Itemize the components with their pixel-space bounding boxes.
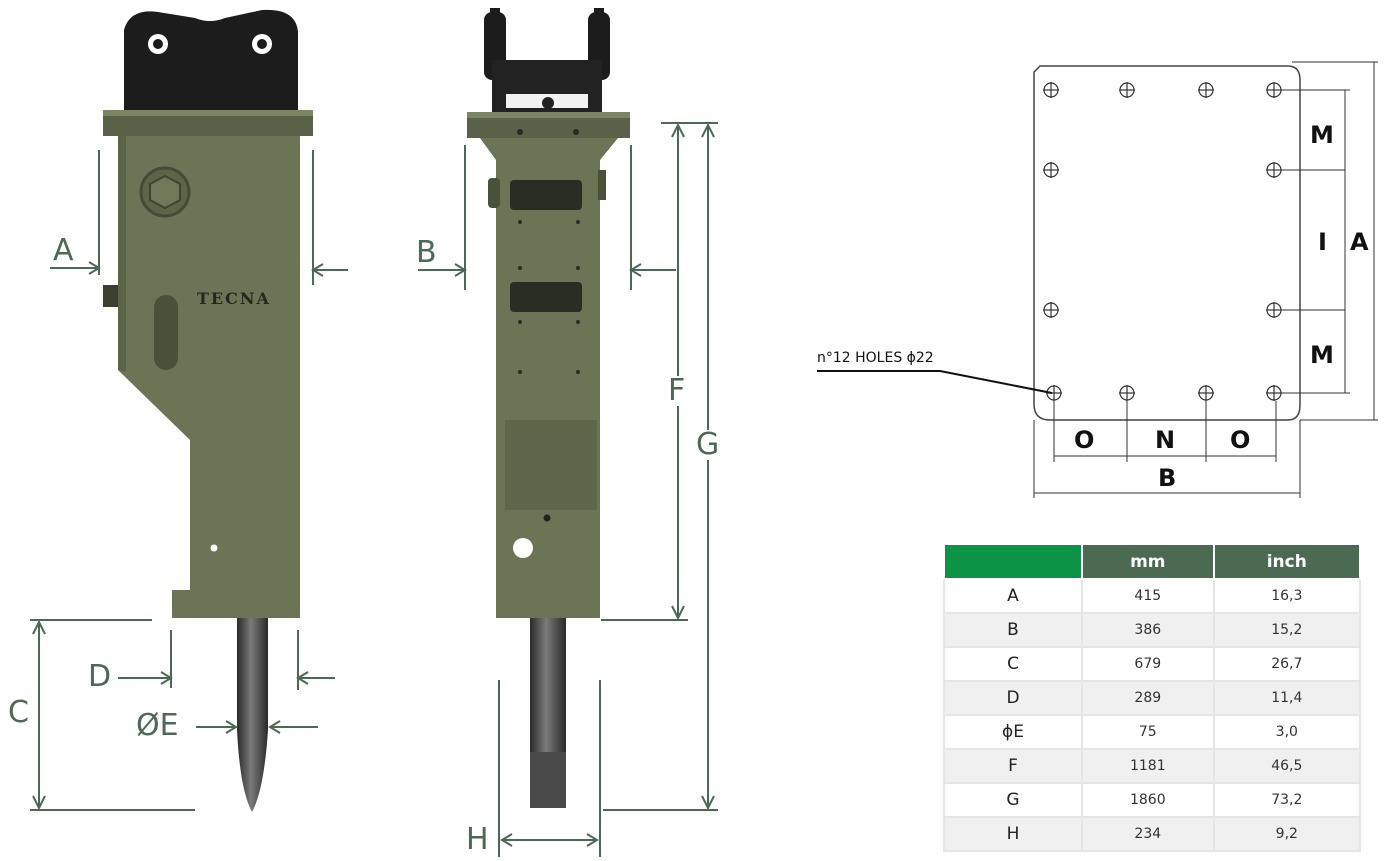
dim-label-g: G [696, 427, 720, 462]
hole [1119, 82, 1135, 98]
row-mm: 234 [1081, 816, 1215, 852]
plate-label-m-top: M [1310, 121, 1334, 149]
row-inch: 11,4 [1212, 680, 1362, 716]
row-mm: 1181 [1081, 748, 1215, 784]
dim-label-f: F [668, 373, 686, 408]
row-mm: 386 [1081, 612, 1215, 648]
holes-callout: n°12 HOLES ϕ22 [817, 350, 934, 366]
dim-label-b: B [416, 235, 437, 270]
row-label: F [943, 748, 1083, 784]
dim-label-h: H [466, 822, 489, 857]
side-rubber-pad-mid [510, 282, 582, 312]
row-mm: 75 [1081, 714, 1215, 750]
row-inch: 3,0 [1212, 714, 1362, 750]
plate-label-a: A [1350, 228, 1369, 256]
hole [1198, 82, 1214, 98]
dim-label-a: A [53, 233, 74, 268]
front-dimensions [30, 150, 348, 811]
hole [1266, 82, 1282, 98]
plate-outline [1033, 65, 1301, 421]
dim-label-e: ØE [136, 708, 179, 743]
plate-label-o-left: O [1074, 426, 1095, 454]
hole [1266, 385, 1282, 401]
front-mounting-bracket [124, 9, 298, 119]
dim-label-c: C [8, 695, 29, 730]
hole [1043, 162, 1059, 178]
dim-label-d: D [88, 659, 112, 694]
row-label: ϕE [943, 714, 1083, 750]
plate-label-m-bottom: M [1310, 341, 1334, 369]
plate-label-o-right: O [1230, 426, 1251, 454]
side-view-breaker [467, 8, 630, 808]
row-mm: 415 [1081, 578, 1215, 614]
row-inch: 26,7 [1212, 646, 1362, 682]
body-slot [154, 295, 178, 370]
side-dimensions [418, 122, 718, 857]
plate-label-b: B [1158, 464, 1177, 492]
row-label: H [943, 816, 1083, 852]
front-view-breaker [103, 9, 313, 812]
table-header-row: mm inch [943, 543, 1362, 580]
row-inch: 73,2 [1212, 782, 1362, 818]
row-label: C [943, 646, 1083, 682]
row-label: B [943, 612, 1083, 648]
hole [1266, 302, 1282, 318]
holes-leader-line [817, 370, 1053, 394]
row-inch: 15,2 [1212, 612, 1362, 648]
row-label: G [943, 782, 1083, 818]
hole [1043, 82, 1059, 98]
table-header-corner [943, 543, 1083, 580]
row-inch: 9,2 [1212, 816, 1362, 852]
side-rubber-pad-top [510, 180, 582, 210]
row-mm: 679 [1081, 646, 1215, 682]
plate-dimensions [1033, 61, 1378, 498]
plate-label-i: I [1318, 228, 1327, 256]
hole [1043, 302, 1059, 318]
row-mm: 289 [1081, 680, 1215, 716]
brand-logo: TECNA [197, 289, 271, 308]
row-inch: 16,3 [1212, 578, 1362, 614]
row-label: A [943, 578, 1083, 614]
mounting-plate-plan [817, 61, 1378, 498]
hole [1266, 162, 1282, 178]
row-label: D [943, 680, 1083, 716]
front-body [118, 136, 300, 618]
row-mm: 1860 [1081, 782, 1215, 818]
front-chisel [237, 618, 268, 812]
bolt-holes [1043, 82, 1282, 401]
hole [1119, 385, 1135, 401]
table-header-inch: inch [1212, 543, 1362, 580]
table-header-mm: mm [1081, 543, 1215, 580]
row-inch: 46,5 [1212, 748, 1362, 784]
hole [1198, 385, 1214, 401]
plate-label-n: N [1155, 426, 1176, 454]
